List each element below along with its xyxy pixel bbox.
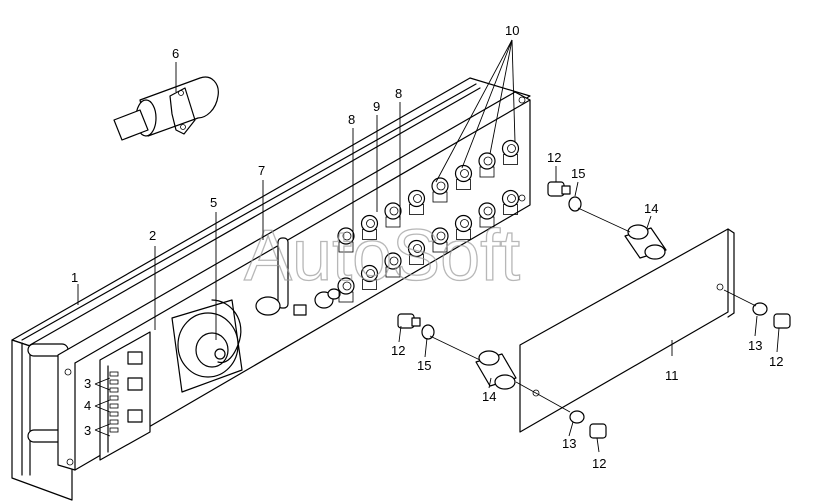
watermark: AutoSoft bbox=[244, 216, 520, 296]
jack-upper-2 bbox=[360, 214, 379, 240]
callout-12-mid: 12 bbox=[391, 343, 405, 358]
callout-3-upper: 3 bbox=[84, 376, 91, 391]
washer-upper bbox=[568, 196, 582, 212]
assembly-axes bbox=[429, 207, 757, 413]
screw-bottom bbox=[589, 423, 607, 439]
callout-3-lower: 3 bbox=[84, 423, 91, 438]
jack-upper-6 bbox=[454, 164, 473, 190]
callout-5: 5 bbox=[210, 195, 217, 210]
callout-1: 1 bbox=[71, 270, 78, 285]
jack-lower-6 bbox=[454, 214, 473, 240]
screw-mid bbox=[397, 313, 421, 329]
callout-13-right: 13 bbox=[748, 338, 762, 353]
jack-array bbox=[337, 139, 520, 303]
small-connector bbox=[314, 288, 341, 309]
washer-mid bbox=[421, 324, 435, 340]
callout-15-upper: 15 bbox=[571, 166, 585, 181]
screw-upper bbox=[547, 181, 571, 197]
callout-11: 11 bbox=[665, 368, 679, 383]
jack-upper-8 bbox=[501, 139, 520, 165]
jack-lower-8 bbox=[501, 189, 520, 215]
jack-upper-4 bbox=[407, 189, 426, 215]
jack-upper-1 bbox=[337, 227, 355, 253]
callout-7: 7 bbox=[258, 163, 265, 178]
callout-10: 10 bbox=[505, 23, 519, 38]
standoff-upper bbox=[624, 224, 667, 260]
callout-4: 4 bbox=[84, 398, 91, 413]
jack-upper-7 bbox=[478, 152, 496, 178]
screw-right bbox=[773, 313, 791, 329]
jack-lower-3 bbox=[384, 252, 402, 278]
standoff-lower bbox=[475, 350, 517, 390]
toggle-switch bbox=[255, 237, 307, 316]
jack-lower-4 bbox=[407, 239, 426, 265]
terminal-arrows bbox=[94, 377, 111, 437]
callout-15-mid: 15 bbox=[417, 358, 431, 373]
jack-lower-2 bbox=[360, 264, 379, 290]
round-connector bbox=[171, 299, 243, 393]
callout-8-left: 8 bbox=[348, 112, 355, 127]
callout-8-right: 8 bbox=[395, 86, 402, 101]
callout-9: 9 bbox=[373, 99, 380, 114]
cover-plate bbox=[519, 228, 735, 433]
callout-12-upper: 12 bbox=[547, 150, 561, 165]
washer-bottom bbox=[569, 410, 585, 424]
callout-12-right: 12 bbox=[769, 354, 783, 369]
capacitor bbox=[113, 76, 219, 141]
jack-lower-1 bbox=[337, 277, 355, 303]
callout-2: 2 bbox=[149, 228, 156, 243]
jack-lower-7 bbox=[478, 202, 496, 228]
callout-12-bottom: 12 bbox=[592, 456, 606, 471]
callout-14-upper: 14 bbox=[644, 201, 658, 216]
jack-upper-3 bbox=[384, 202, 402, 228]
leader-lines bbox=[77, 39, 780, 453]
callout-6: 6 bbox=[172, 46, 179, 61]
callout-labels: 1 2 3 4 3 5 6 7 8 9 8 10 11 12 15 14 12 … bbox=[71, 23, 783, 471]
washer-right bbox=[752, 302, 768, 316]
callout-13-bottom: 13 bbox=[562, 436, 576, 451]
jack-lower-5 bbox=[431, 227, 449, 253]
callout-14-lower: 14 bbox=[482, 389, 496, 404]
terminal-block bbox=[99, 331, 151, 461]
